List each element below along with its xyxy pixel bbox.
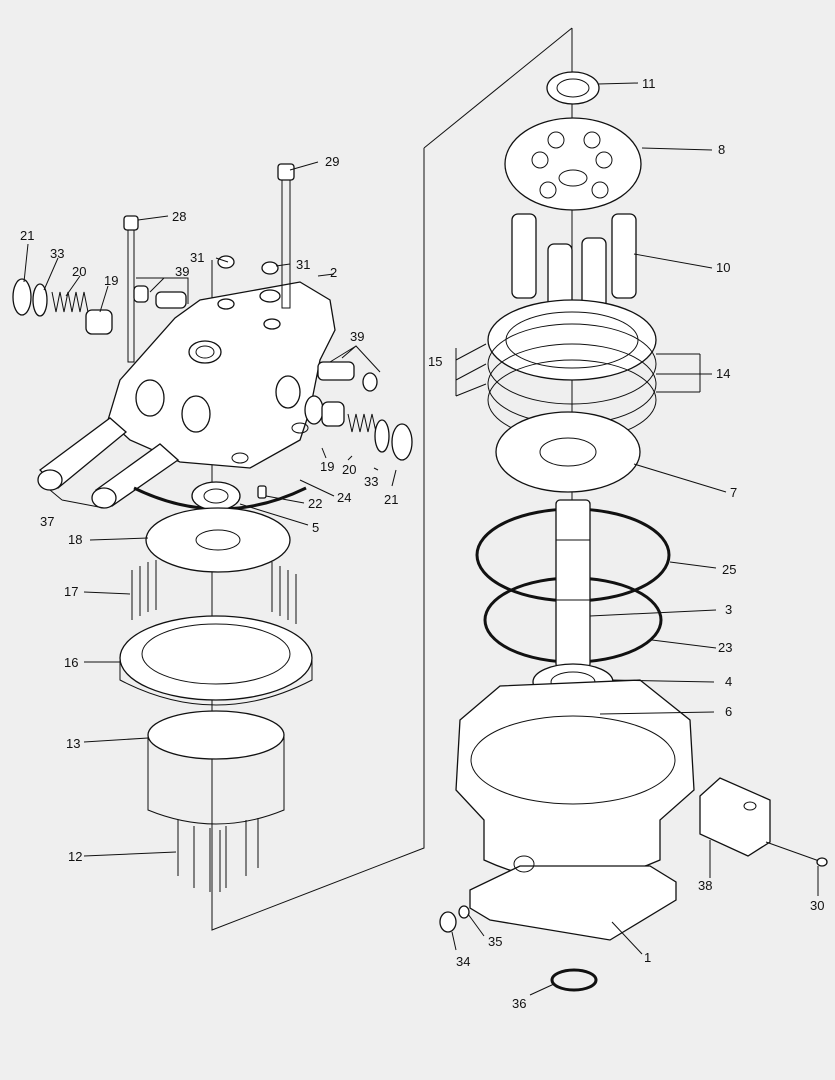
callout-22: 22 [308,496,322,511]
snap-ring-36 [550,968,598,992]
callout-37: 37 [40,514,54,529]
callout-10: 10 [716,260,730,275]
leader-lines [23,82,819,996]
callout-16: 16 [64,655,78,670]
callout-1: 1 [644,950,651,965]
block-38 [699,777,771,857]
callout-29: 29 [325,154,339,169]
callout-21a: 21 [20,228,34,243]
callout-25: 25 [722,562,736,577]
housing-1 [455,679,695,941]
callout-15: 15 [428,354,442,369]
callout-7: 7 [730,485,737,500]
callout-12: 12 [68,849,82,864]
bolt-30 [765,841,828,867]
callout-31a: 31 [190,250,204,265]
plug-21-left [12,278,48,317]
pistons-12 [177,818,259,892]
control-valve-block [107,281,336,469]
callout-8: 8 [718,142,725,157]
callout-20b: 20 [342,462,356,477]
cylinder-block-13 [147,710,285,825]
callout-5: 5 [312,520,319,535]
spool-19-left [85,309,113,335]
callout-19b: 19 [320,459,334,474]
spool-39-left [133,285,187,309]
callout-18: 18 [68,532,82,547]
callout-4: 4 [725,674,732,689]
relief-valves-37 [37,417,180,509]
plug-34-35 [439,905,470,933]
bolt-28 [123,215,139,363]
housing-16 [119,615,313,706]
callout-31b: 31 [296,257,310,272]
callout-24: 24 [337,490,351,505]
spring-20-left [51,291,89,313]
callout-11: 11 [642,76,656,91]
callout-39a: 39 [175,264,189,279]
callout-33b: 33 [364,474,378,489]
callout-36: 36 [512,996,526,1011]
bearing-22 [191,481,267,511]
retainer-plate-8 [504,117,642,211]
callout-39b: 39 [350,329,364,344]
springs-17 [131,560,297,624]
callout-38: 38 [698,878,712,893]
spool-39-right [317,361,378,392]
callout-30: 30 [810,898,824,913]
callout-6: 6 [725,704,732,719]
callout-33a: 33 [50,246,64,261]
friction-plates-14-15 [487,299,657,441]
callout-19a: 19 [104,273,118,288]
callout-35: 35 [488,934,502,949]
callout-14: 14 [716,366,730,381]
frame-lines [211,27,573,931]
callout-17: 17 [64,584,78,599]
plate-7 [495,411,641,493]
shaft-3 [555,499,591,669]
callout-28: 28 [172,209,186,224]
callout-20a: 20 [72,264,86,279]
plugs-31 [217,255,279,275]
callout-34: 34 [456,954,470,969]
callout-13: 13 [66,736,80,751]
relief-parts-right [304,395,413,461]
callouts: 1 2 3 4 5 6 7 8 10 11 12 13 14 15 16 17 … [20,76,824,1011]
valve-plate-18 [145,507,291,573]
callout-21b: 21 [384,492,398,507]
bearing-11 [546,71,600,105]
bolt-29 [277,163,295,309]
callout-3: 3 [725,602,732,617]
callout-2: 2 [330,265,337,280]
callout-23: 23 [718,640,732,655]
